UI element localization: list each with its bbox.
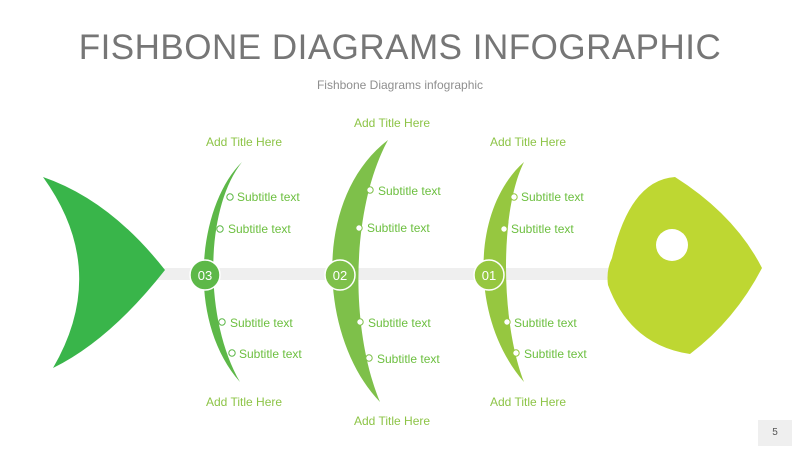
node-02: 02 bbox=[324, 259, 356, 291]
node-01-circle bbox=[473, 259, 505, 291]
node-02-circle bbox=[324, 259, 356, 291]
node-03-circle bbox=[189, 259, 221, 291]
section-01-top-title: Add Title Here bbox=[490, 135, 567, 149]
rib-01-dot-3 bbox=[503, 318, 511, 326]
node-01-number: 01 bbox=[482, 268, 496, 283]
rib-01-dot-4 bbox=[512, 349, 520, 357]
node-03: 03 bbox=[189, 259, 221, 291]
section-02-bottom-subtitle-2: Subtitle text bbox=[377, 352, 440, 366]
section-02-top-subtitle-1: Subtitle text bbox=[378, 184, 441, 198]
section-03-bottom-title: Add Title Here bbox=[206, 395, 283, 409]
fish-eye bbox=[656, 229, 688, 261]
section-01-bottom-subtitle-1: Subtitle text bbox=[514, 316, 577, 330]
rib-01-dot-1 bbox=[510, 193, 518, 201]
rib-02-dot-3 bbox=[356, 318, 364, 326]
fish-tail bbox=[43, 177, 165, 368]
section-01-bottom-subtitle-2: Subtitle text bbox=[524, 347, 587, 361]
rib-02-dot-1 bbox=[366, 186, 374, 194]
rib-03-dot-2 bbox=[216, 225, 224, 233]
page-title: FISHBONE DIAGRAMS INFOGRAPHIC bbox=[78, 28, 722, 67]
node-03-number: 03 bbox=[198, 268, 212, 283]
section-02-bottom-subtitle-1: Subtitle text bbox=[368, 316, 431, 330]
rib-03-dot-3 bbox=[218, 318, 226, 326]
rib-03-dot-1 bbox=[226, 193, 234, 201]
section-03-bottom-subtitle-1: Subtitle text bbox=[230, 316, 293, 330]
page-subtitle: Fishbone Diagrams infographic bbox=[316, 78, 484, 92]
rib-01-dot-2 bbox=[500, 225, 508, 233]
section-03-top-title: Add Title Here bbox=[206, 135, 283, 149]
rib-03 bbox=[203, 162, 242, 382]
rib-03-dot-4 bbox=[228, 349, 236, 357]
fish-head bbox=[607, 177, 762, 354]
section-02-top-title: Add Title Here bbox=[354, 116, 431, 130]
section-03-bottom-subtitle-2: Subtitle text bbox=[239, 347, 302, 361]
rib-02 bbox=[332, 140, 388, 402]
rib-02-dot-4 bbox=[365, 354, 373, 362]
page-number: 5 bbox=[758, 420, 792, 446]
section-01-bottom-title: Add Title Here bbox=[490, 395, 567, 409]
section-02-top-subtitle-2: Subtitle text bbox=[367, 221, 430, 235]
section-03-top-subtitle-2: Subtitle text bbox=[228, 222, 291, 236]
section-02-bottom-title: Add Title Here bbox=[354, 414, 431, 428]
node-02-number: 02 bbox=[333, 268, 347, 283]
section-03-top-subtitle-1: Subtitle text bbox=[237, 190, 300, 204]
node-01: 01 bbox=[473, 259, 505, 291]
section-01-top-subtitle-2: Subtitle text bbox=[511, 222, 574, 236]
section-01-top-subtitle-1: Subtitle text bbox=[521, 190, 584, 204]
rib-02-dot-2 bbox=[355, 224, 363, 232]
